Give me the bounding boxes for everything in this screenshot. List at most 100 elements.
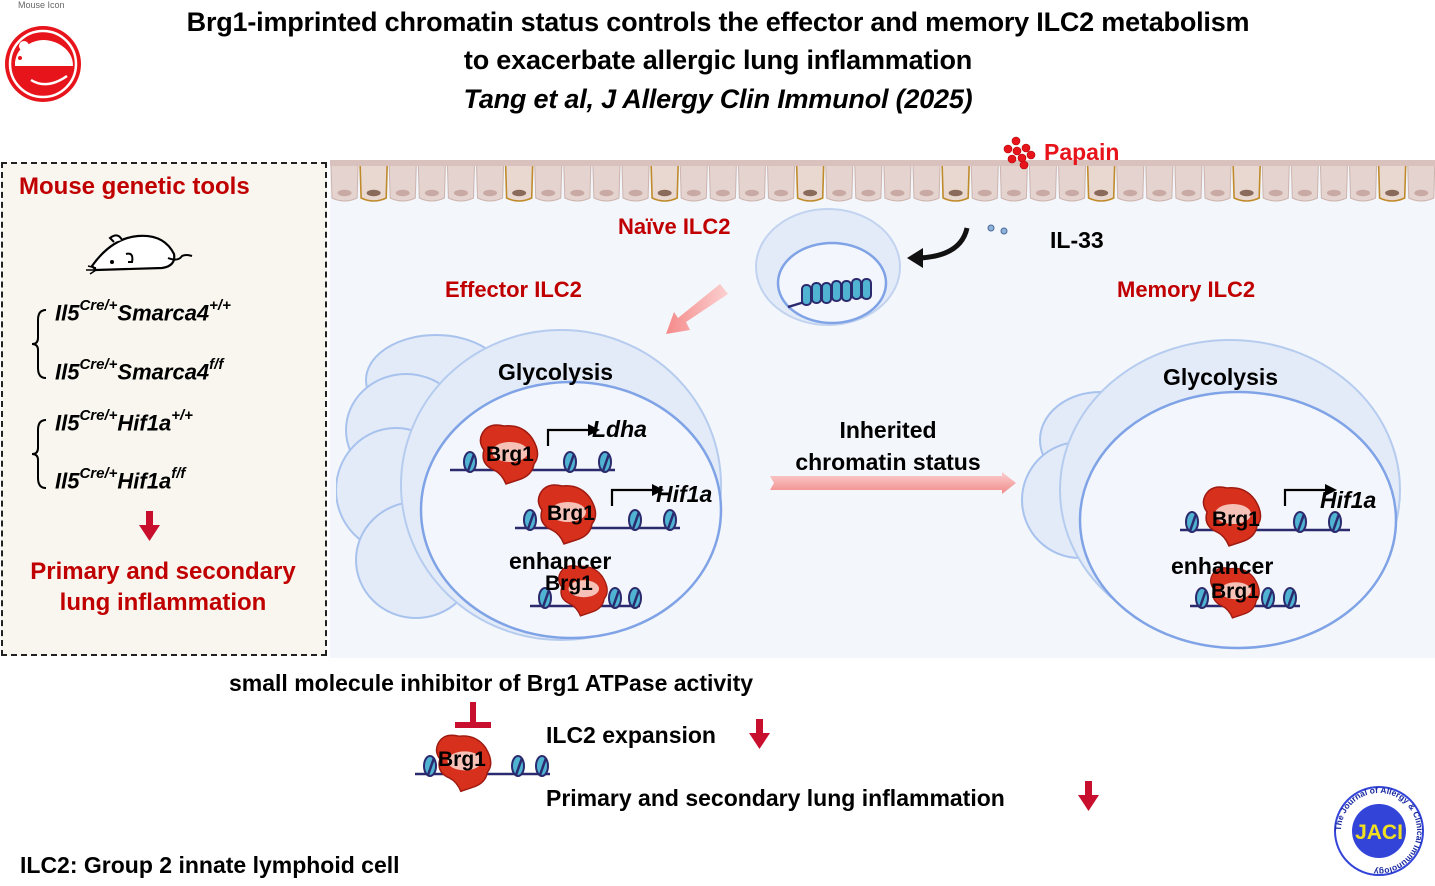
species-icon-label: Mouse Icon: [18, 0, 65, 10]
memory-gene-hif1a-label: Hif1a: [1320, 487, 1377, 513]
jaci-journal-logo: The Journal of Allergy & Clinical Immuno…: [1333, 785, 1425, 877]
epithelial-cell: [999, 163, 1028, 202]
brg1-protein: [479, 424, 539, 485]
memory-enhancer-label: enhancer: [1171, 553, 1274, 579]
brace-group-2: [31, 419, 47, 489]
brg1-protein: [1210, 567, 1260, 619]
goblet-cell: [1377, 163, 1407, 202]
papain-label: Papain: [1044, 139, 1120, 165]
nucleosome: [1261, 587, 1275, 609]
nucleosome: [663, 509, 677, 531]
effector-gene-hif1a-label: Hif1a: [656, 481, 713, 507]
brg1-protein: [537, 484, 597, 545]
effector-enhancer-label: enhancer: [509, 548, 612, 574]
transcription-start-arrow: [610, 484, 664, 506]
epithelial-cell: [446, 163, 476, 202]
goblet-cell: [359, 163, 389, 202]
effect-ilc2-expansion: ILC2 expansion: [546, 722, 716, 748]
panel-heading: Mouse genetic tools: [19, 173, 250, 200]
epithelial-cell: [912, 163, 941, 202]
decrease-arrow-icon-1: [749, 719, 770, 749]
epithelial-cell: [854, 163, 883, 202]
epithelial-cell: [708, 163, 737, 202]
down-arrow-icon: [139, 511, 160, 541]
nucleosome: [463, 451, 477, 473]
epithelial-cell: [970, 163, 999, 202]
citation: Tang et al, J Allergy Clin Immunol (2025…: [463, 84, 973, 114]
epithelial-cell: [1028, 163, 1058, 202]
epithelial-cell: [1057, 163, 1087, 202]
epithelial-cell: [1261, 163, 1290, 202]
nucleosome: [423, 755, 437, 777]
mouse-outline-icon: [86, 234, 193, 275]
goblet-cell: [504, 163, 534, 202]
effector-glycolysis-label: Glycolysis: [498, 359, 614, 385]
effector-chromatin: [450, 424, 680, 617]
memory-brg1-hif1a: Brg1: [1212, 508, 1260, 531]
epithelial-cell: [825, 163, 854, 202]
gene-ldha-label: Ldha: [592, 416, 647, 442]
memory-brg1-enhancer: Brg1: [1211, 580, 1259, 603]
genotype-hif1a-flox: Il5Cre/+Hif1af/f: [55, 465, 186, 494]
il33-molecules-icon: [987, 224, 1008, 235]
genotype-hif1a-wt: Il5Cre/+Hif1a+/+: [55, 407, 193, 436]
decrease-arrow-icon-2: [1078, 781, 1099, 811]
epithelial-cell: [1407, 163, 1435, 202]
nucleosome: [1293, 511, 1307, 533]
transition-label-line-2: chromatin status: [795, 449, 981, 475]
epithelial-cell: [1319, 163, 1349, 202]
footnote-ilc2: ILC2: Group 2 innate lymphoid cell: [20, 852, 400, 878]
effector-brg1-ldha: Brg1: [486, 443, 534, 466]
epithelial-cell: [388, 163, 417, 202]
effector-ilc2-label: Effector ILC2: [445, 277, 582, 302]
naive-ilc2-cell: [755, 208, 901, 326]
differentiation-arrow-icon: [666, 284, 728, 334]
nucleosome: [523, 509, 537, 531]
epithelial-cell: [330, 163, 359, 202]
memory-chromatin: [1180, 484, 1350, 619]
jaci-logo-text: JACI: [1355, 821, 1403, 844]
nucleosome: [598, 451, 612, 473]
epithelial-cell: [679, 163, 708, 202]
epithelial-cell: [1203, 163, 1232, 202]
nucleosome: [563, 451, 577, 473]
mouse-icon: [5, 26, 81, 102]
brg1-protein: [1202, 486, 1262, 547]
naive-ilc2-label: Naïve ILC2: [618, 214, 731, 239]
inherited-status-arrow-icon: [770, 472, 1016, 494]
epithelial-cell: [417, 163, 446, 202]
nucleosome: [1283, 587, 1297, 609]
epithelial-cell: [766, 163, 796, 202]
curved-arrow-icon: [907, 227, 970, 268]
inhibited-brg1-chromatin: [415, 734, 550, 793]
brg1-protein: [558, 565, 608, 617]
epithelial-cell: [1174, 163, 1203, 202]
title-line-2: to exacerbate allergic lung inflammation: [463, 45, 973, 75]
transition-label-line-1: Inherited: [839, 417, 937, 443]
epithelial-cell: [475, 163, 505, 202]
effector-brg1-enhancer: Brg1: [545, 572, 593, 595]
transcription-start-arrow: [546, 424, 600, 446]
epithelial-cell: [1290, 163, 1319, 202]
genotype-smarca4-flox: Il5Cre/+Smarca4f/f: [55, 356, 224, 385]
inhibited-brg1-label: Brg1: [438, 748, 486, 771]
nucleosome: [1195, 587, 1209, 609]
epithelial-cell: [1145, 163, 1174, 202]
title-line-1: Brg1-imprinted chromatin status controls…: [186, 7, 1250, 37]
inhibitor-label: small molecule inhibitor of Brg1 ATPase …: [229, 670, 754, 696]
goblet-cell: [941, 163, 971, 202]
goblet-cell: [1232, 163, 1262, 202]
nucleosome: [1185, 511, 1199, 533]
memory-ilc2-label: Memory ILC2: [1117, 277, 1256, 302]
epithelial-cell: [1348, 163, 1378, 202]
brg1-protein: [435, 734, 492, 793]
nucleosome: [535, 755, 549, 777]
panel-outcome-line-1: Primary and secondary: [30, 558, 296, 585]
epithelial-cell: [883, 163, 912, 202]
mouse-genetic-tools-panel: [1, 162, 327, 656]
effect-lung-inflammation: Primary and secondary lung inflammation: [546, 785, 1005, 811]
goblet-cell: [1086, 163, 1116, 202]
il33-label: IL-33: [1050, 227, 1104, 253]
nucleosome: [628, 509, 642, 531]
goblet-cell: [795, 163, 825, 202]
